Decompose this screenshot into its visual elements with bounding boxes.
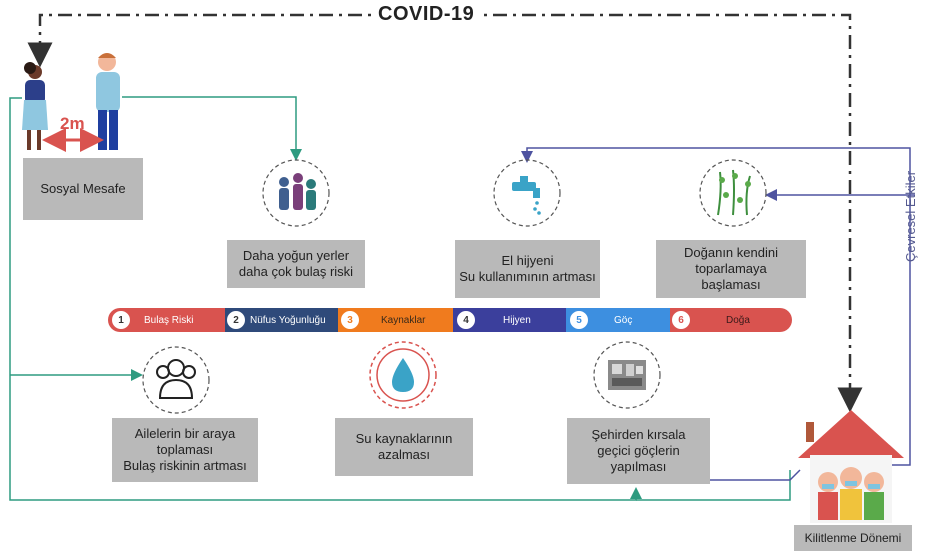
water-box: Su kaynaklarının azalması (335, 418, 473, 476)
timeline-step-number: 4 (457, 311, 475, 329)
water-drop-icon (369, 341, 437, 409)
family-icon (142, 346, 210, 414)
timeline-step-label: Nüfus Yoğunluğu (250, 314, 326, 326)
timeline-step-number: 2 (227, 311, 245, 329)
nature-box: Doğanın kendini toparlamaya başlaması (656, 240, 806, 298)
home-to-hygiene-arrow (521, 147, 911, 466)
timeline-step-label: Göç (614, 314, 633, 326)
social-to-crowded-arrow (122, 96, 302, 161)
woman-figure (22, 62, 48, 150)
social-distance-box: Sosyal Mesafe (23, 158, 143, 220)
plant-icon (699, 159, 767, 227)
distance-label: 2m (60, 114, 85, 133)
timeline-step-number: 1 (112, 311, 130, 329)
timeline-step-number: 6 (672, 311, 690, 329)
man-figure (96, 53, 120, 150)
lockdown-label: Kilitlenme Dönemi (794, 525, 912, 551)
timeline-step-number: 5 (570, 311, 588, 329)
timeline-step-label: Bulaş Riski (144, 314, 194, 326)
house-icon (798, 410, 904, 523)
diagram-title: COVID-19 (372, 3, 481, 26)
timeline-step-label: Doğa (726, 314, 750, 326)
timeline-step-label: Kaynaklar (381, 314, 426, 326)
timeline-step-label: Hijyen (503, 314, 531, 326)
hygiene-box: El hijyeni Su kullanımının artması (455, 240, 600, 298)
crowd-icon (262, 159, 330, 227)
city-photo-icon (593, 341, 661, 409)
crowded-box: Daha yoğun yerler daha çok bulaş riski (227, 240, 365, 288)
families-box: Ailelerin bir araya toplaması Bulaş risk… (112, 418, 258, 482)
migration-box: Şehirden kırsala geçici göçlerin yapılma… (567, 418, 710, 484)
faucet-icon (493, 159, 561, 227)
timeline-step-number: 3 (341, 311, 359, 329)
environmental-effects-label: Çevresel Etkiler (903, 170, 918, 262)
left-green-line (9, 97, 642, 501)
covid-loop-arrow (38, 13, 863, 413)
